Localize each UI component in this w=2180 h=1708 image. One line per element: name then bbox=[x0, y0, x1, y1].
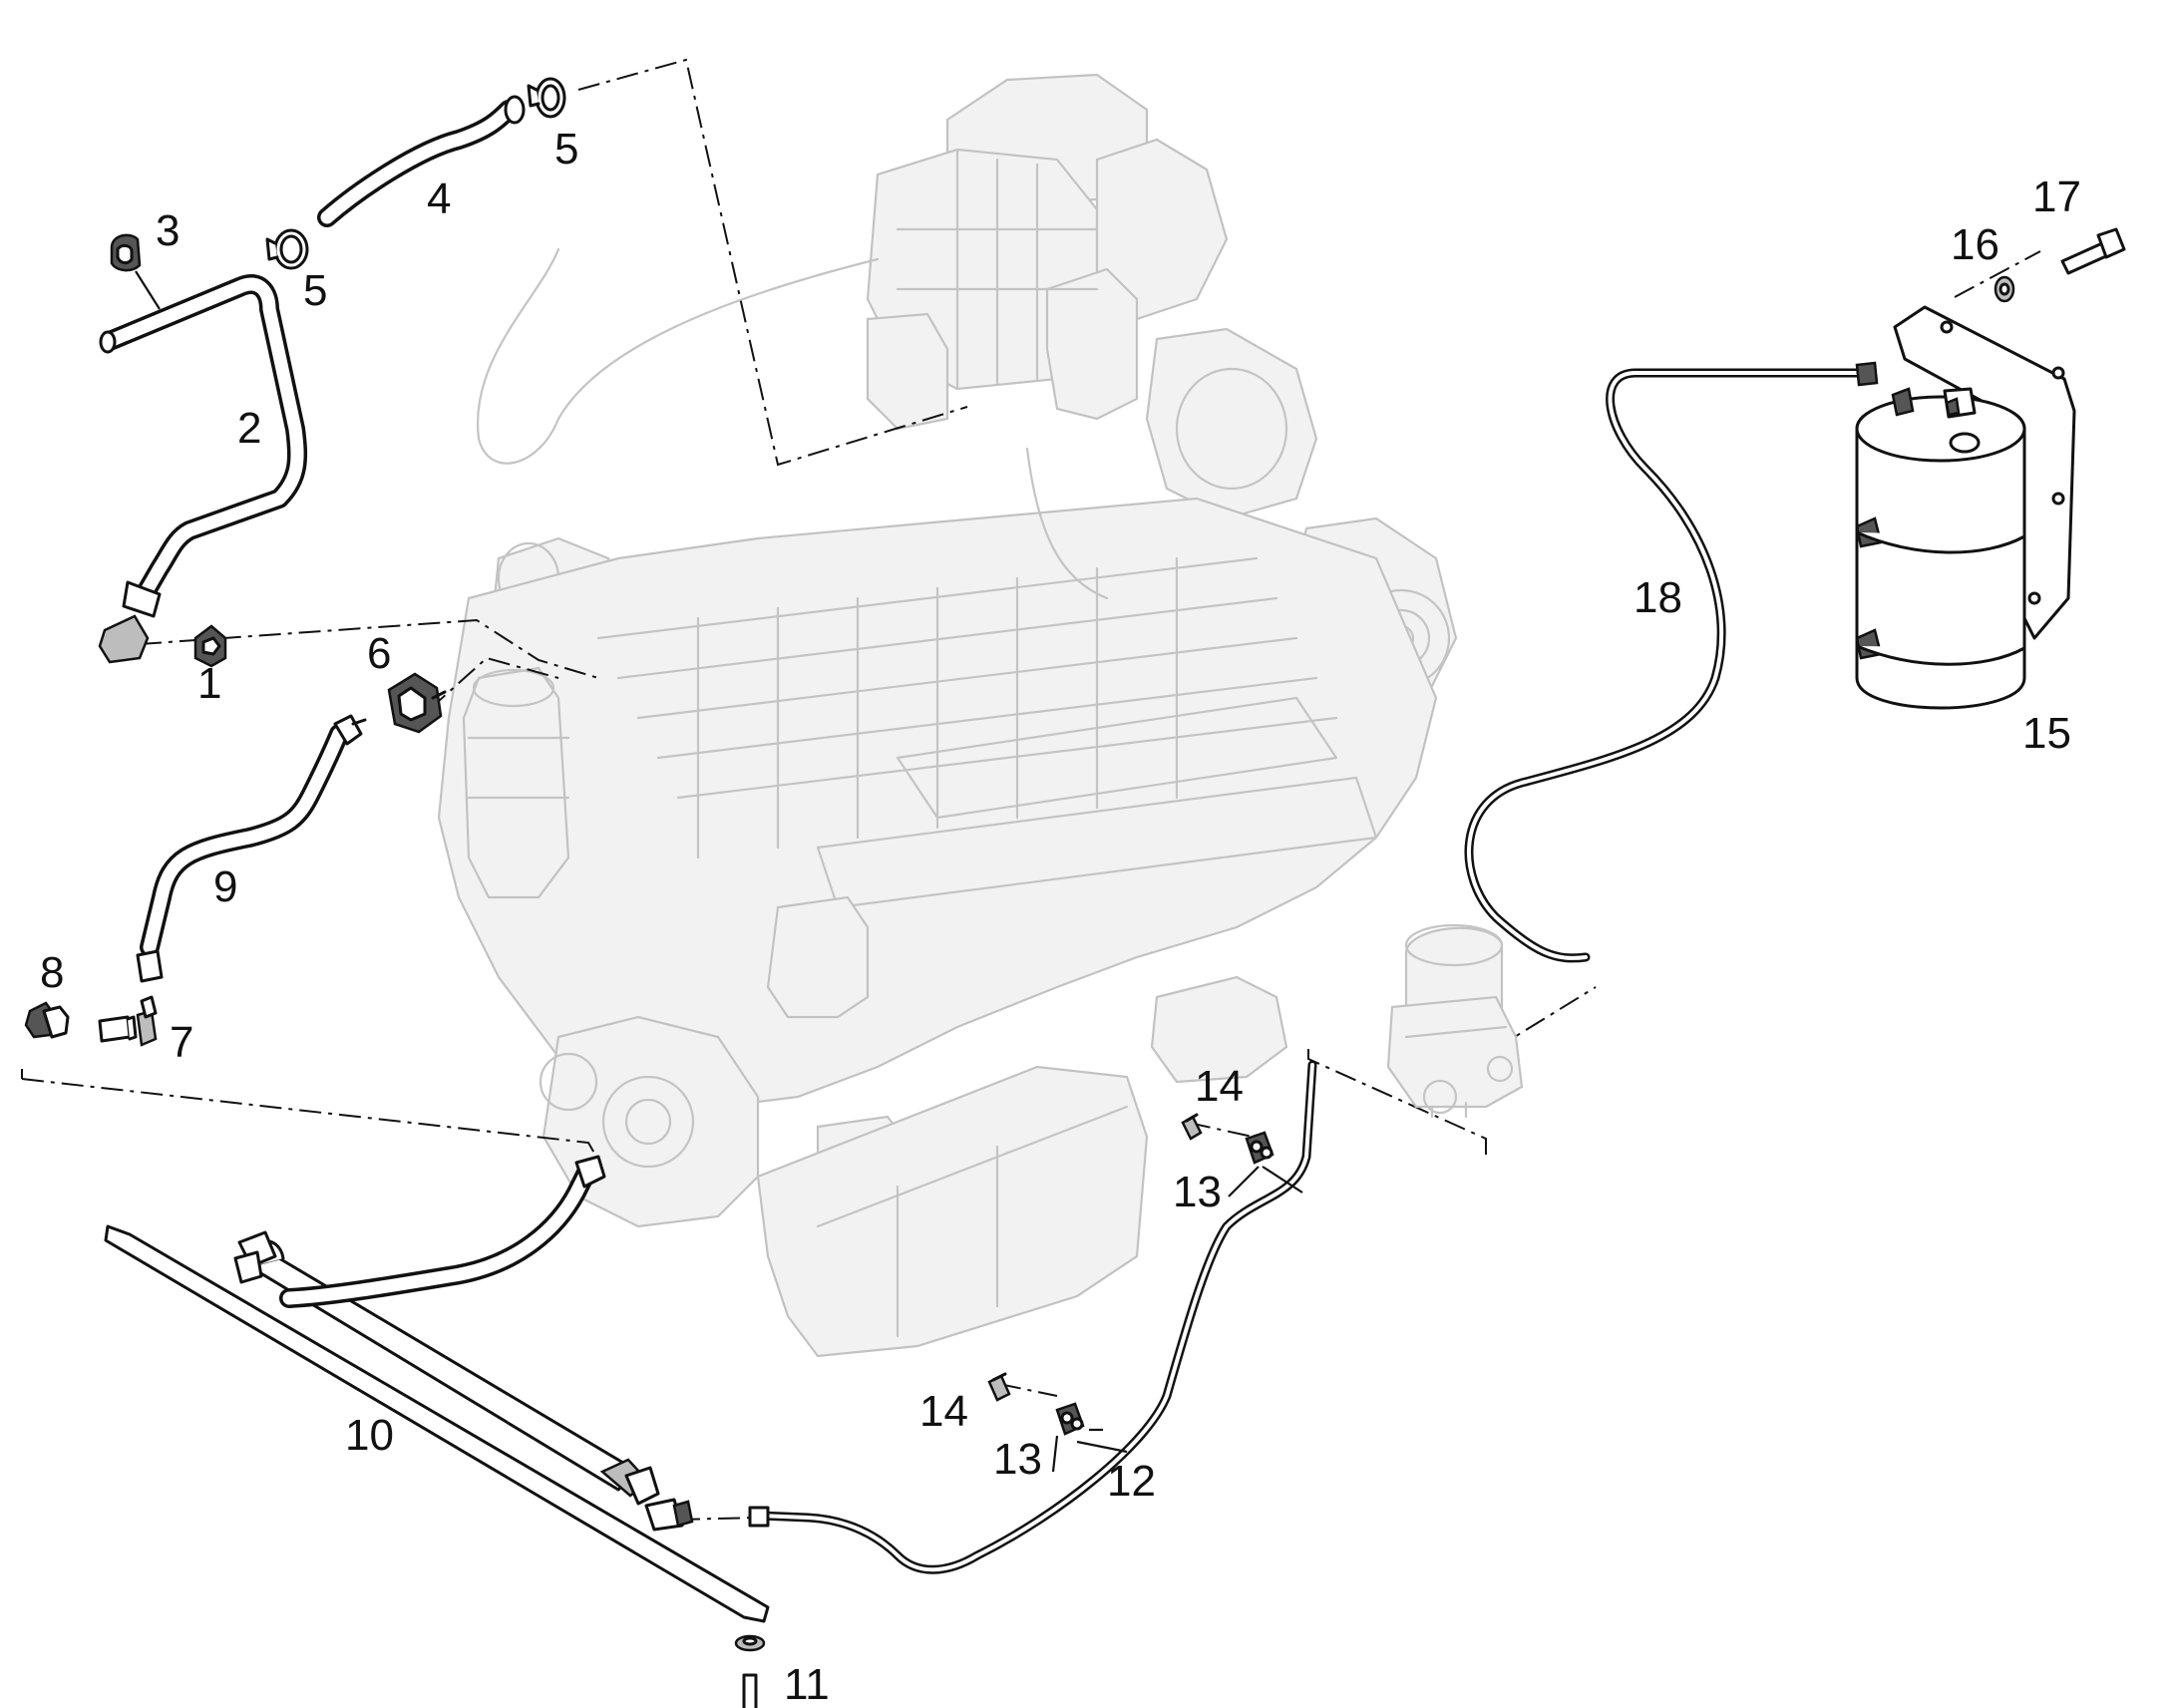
air-dryer-unit bbox=[1386, 923, 1524, 1119]
callout-16: 16 bbox=[1951, 220, 1999, 269]
callout-5-lower: 5 bbox=[303, 266, 327, 315]
callout-13-upper: 13 bbox=[1173, 1168, 1222, 1216]
callout-14-lower: 14 bbox=[919, 1387, 968, 1436]
callout-12: 12 bbox=[1107, 1457, 1156, 1506]
callout-4: 4 bbox=[427, 174, 451, 223]
part-10-pipe-assembly bbox=[104, 1155, 770, 1623]
callout-17: 17 bbox=[2032, 172, 2081, 221]
callout-7: 7 bbox=[170, 1018, 193, 1067]
part-13-clip-upper bbox=[1228, 1131, 1303, 1197]
callout-9: 9 bbox=[213, 862, 237, 911]
part-1-fitting bbox=[193, 624, 227, 668]
part-9-flexible-hose bbox=[136, 714, 367, 983]
part-16-washer bbox=[1994, 275, 2015, 303]
callout-2: 2 bbox=[237, 404, 261, 453]
callout-6: 6 bbox=[367, 629, 391, 678]
part-2-bent-pipe bbox=[98, 274, 308, 664]
part-17-bolt bbox=[2060, 227, 2126, 275]
callout-3: 3 bbox=[156, 206, 180, 255]
callout-14-upper: 14 bbox=[1195, 1062, 1244, 1111]
part-7-adapter bbox=[98, 995, 158, 1047]
callout-10: 10 bbox=[345, 1411, 394, 1460]
callout-11: 11 bbox=[784, 1660, 830, 1708]
part-5-clamp-upper bbox=[527, 77, 566, 119]
callout-8: 8 bbox=[40, 948, 64, 997]
callout-15: 15 bbox=[2022, 709, 2071, 758]
callout-labels: 1 2 3 4 5 5 6 7 8 9 10 11 12 13 13 14 14… bbox=[40, 125, 2081, 1708]
callout-5-upper: 5 bbox=[554, 125, 578, 173]
part-4-hose bbox=[317, 95, 526, 227]
part-13-clip-lower bbox=[1051, 1402, 1128, 1473]
part-12-air-tube bbox=[748, 1060, 1317, 1574]
part-8-elbow-fitting bbox=[24, 1001, 70, 1039]
part-14-plug-lower bbox=[987, 1372, 1011, 1402]
callout-1: 1 bbox=[197, 659, 221, 708]
part-6-bellows bbox=[387, 672, 447, 734]
engine-assembly bbox=[437, 73, 1458, 1358]
part-5-clamp-lower bbox=[265, 228, 309, 270]
part-3-hose-clamp bbox=[110, 233, 161, 310]
callout-13-lower: 13 bbox=[993, 1435, 1042, 1484]
part-15-air-tank bbox=[1855, 305, 2076, 710]
callout-18: 18 bbox=[1634, 573, 1682, 622]
part-14-plug-upper bbox=[1181, 1113, 1203, 1141]
part-18-long-tube bbox=[1464, 361, 1879, 963]
part-11-bolt-washer bbox=[734, 1634, 766, 1708]
